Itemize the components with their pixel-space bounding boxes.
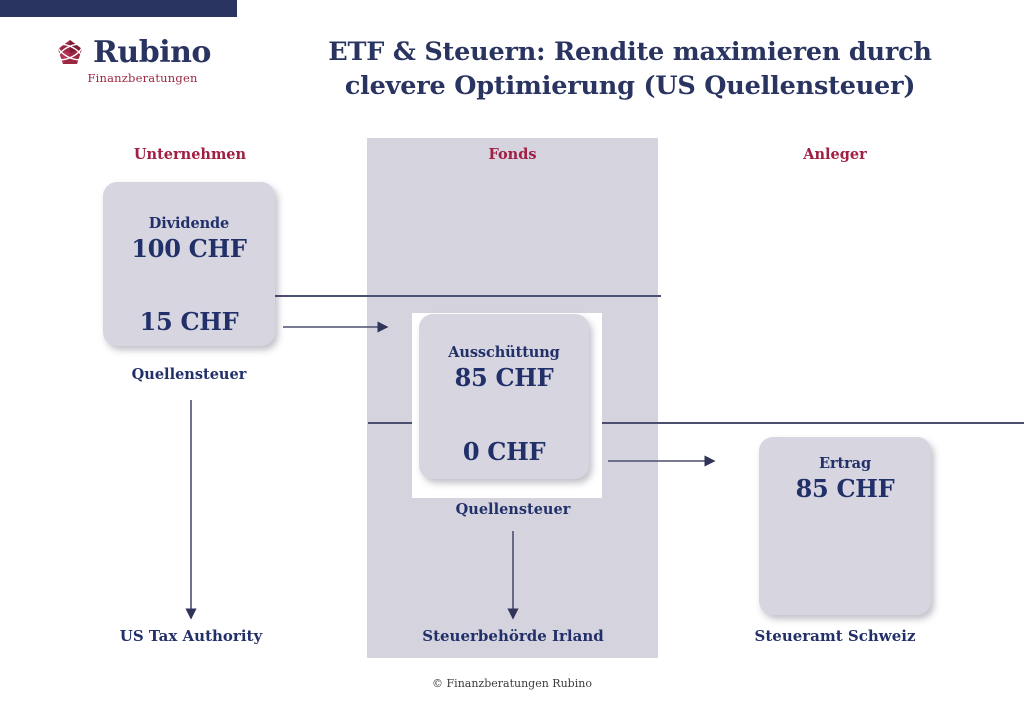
fonds-card-bottom: 0 CHF <box>419 422 589 479</box>
fonds-card-tax-amount: 0 CHF <box>462 437 546 466</box>
flow-line-dividend <box>105 295 661 297</box>
anleger-card-top: Ertrag 85 CHF <box>759 437 931 552</box>
brand-tagline: Finanzberatungen <box>87 71 198 85</box>
flow-line-distribution <box>368 422 1024 424</box>
authority-label-switzerland: Steueramt Schweiz <box>754 627 916 645</box>
column-header-unternehmen: Unternehmen <box>133 146 247 163</box>
unternehmen-card-caption: Dividende <box>148 214 230 232</box>
anleger-card-amount: 85 CHF <box>795 474 895 503</box>
column-header-anleger: Anleger <box>803 146 867 163</box>
footer-copyright: © Finanzberatungen Rubino <box>432 677 592 690</box>
anleger-card: Ertrag 85 CHF <box>759 437 931 615</box>
anleger-card-caption: Ertrag <box>819 455 871 472</box>
authority-label-us: US Tax Authority <box>119 627 263 645</box>
fonds-card-top: Ausschüttung 85 CHF <box>419 314 589 422</box>
top-accent-bar <box>0 0 237 17</box>
authority-label-ireland: Steuerbehörde Irland <box>422 627 604 645</box>
page-title-line-1: ETF & Steuern: Rendite maximieren durch <box>328 37 932 67</box>
fonds-card-amount: 85 CHF <box>454 363 554 392</box>
unternehmen-card-tax-amount: 15 CHF <box>139 307 239 336</box>
unternehmen-card-bottom: 15 CHF <box>103 295 275 346</box>
brand-logo: Rubino Finanzberatungen <box>55 38 230 88</box>
page-title-line-2: clevere Optimierung (US Quellensteuer) <box>344 70 916 101</box>
unternehmen-card-top: Dividende 100 CHF <box>103 182 275 295</box>
fonds-card: Ausschüttung 85 CHF 0 CHF <box>419 314 589 479</box>
column-header-fonds: Fonds <box>488 146 537 163</box>
brand-name: Rubino <box>93 35 211 70</box>
page-title: ETF & Steuern: Rendite maximieren durch … <box>260 36 1000 103</box>
unternehmen-card-amount: 100 CHF <box>131 233 247 263</box>
unternehmen-card: Dividende 100 CHF 15 CHF <box>103 182 275 346</box>
unternehmen-tax-label: Quellensteuer <box>131 366 247 383</box>
fonds-tax-label: Quellensteuer <box>455 501 571 518</box>
rubino-diamond-icon <box>55 38 85 68</box>
fonds-card-caption: Ausschüttung <box>448 344 560 361</box>
